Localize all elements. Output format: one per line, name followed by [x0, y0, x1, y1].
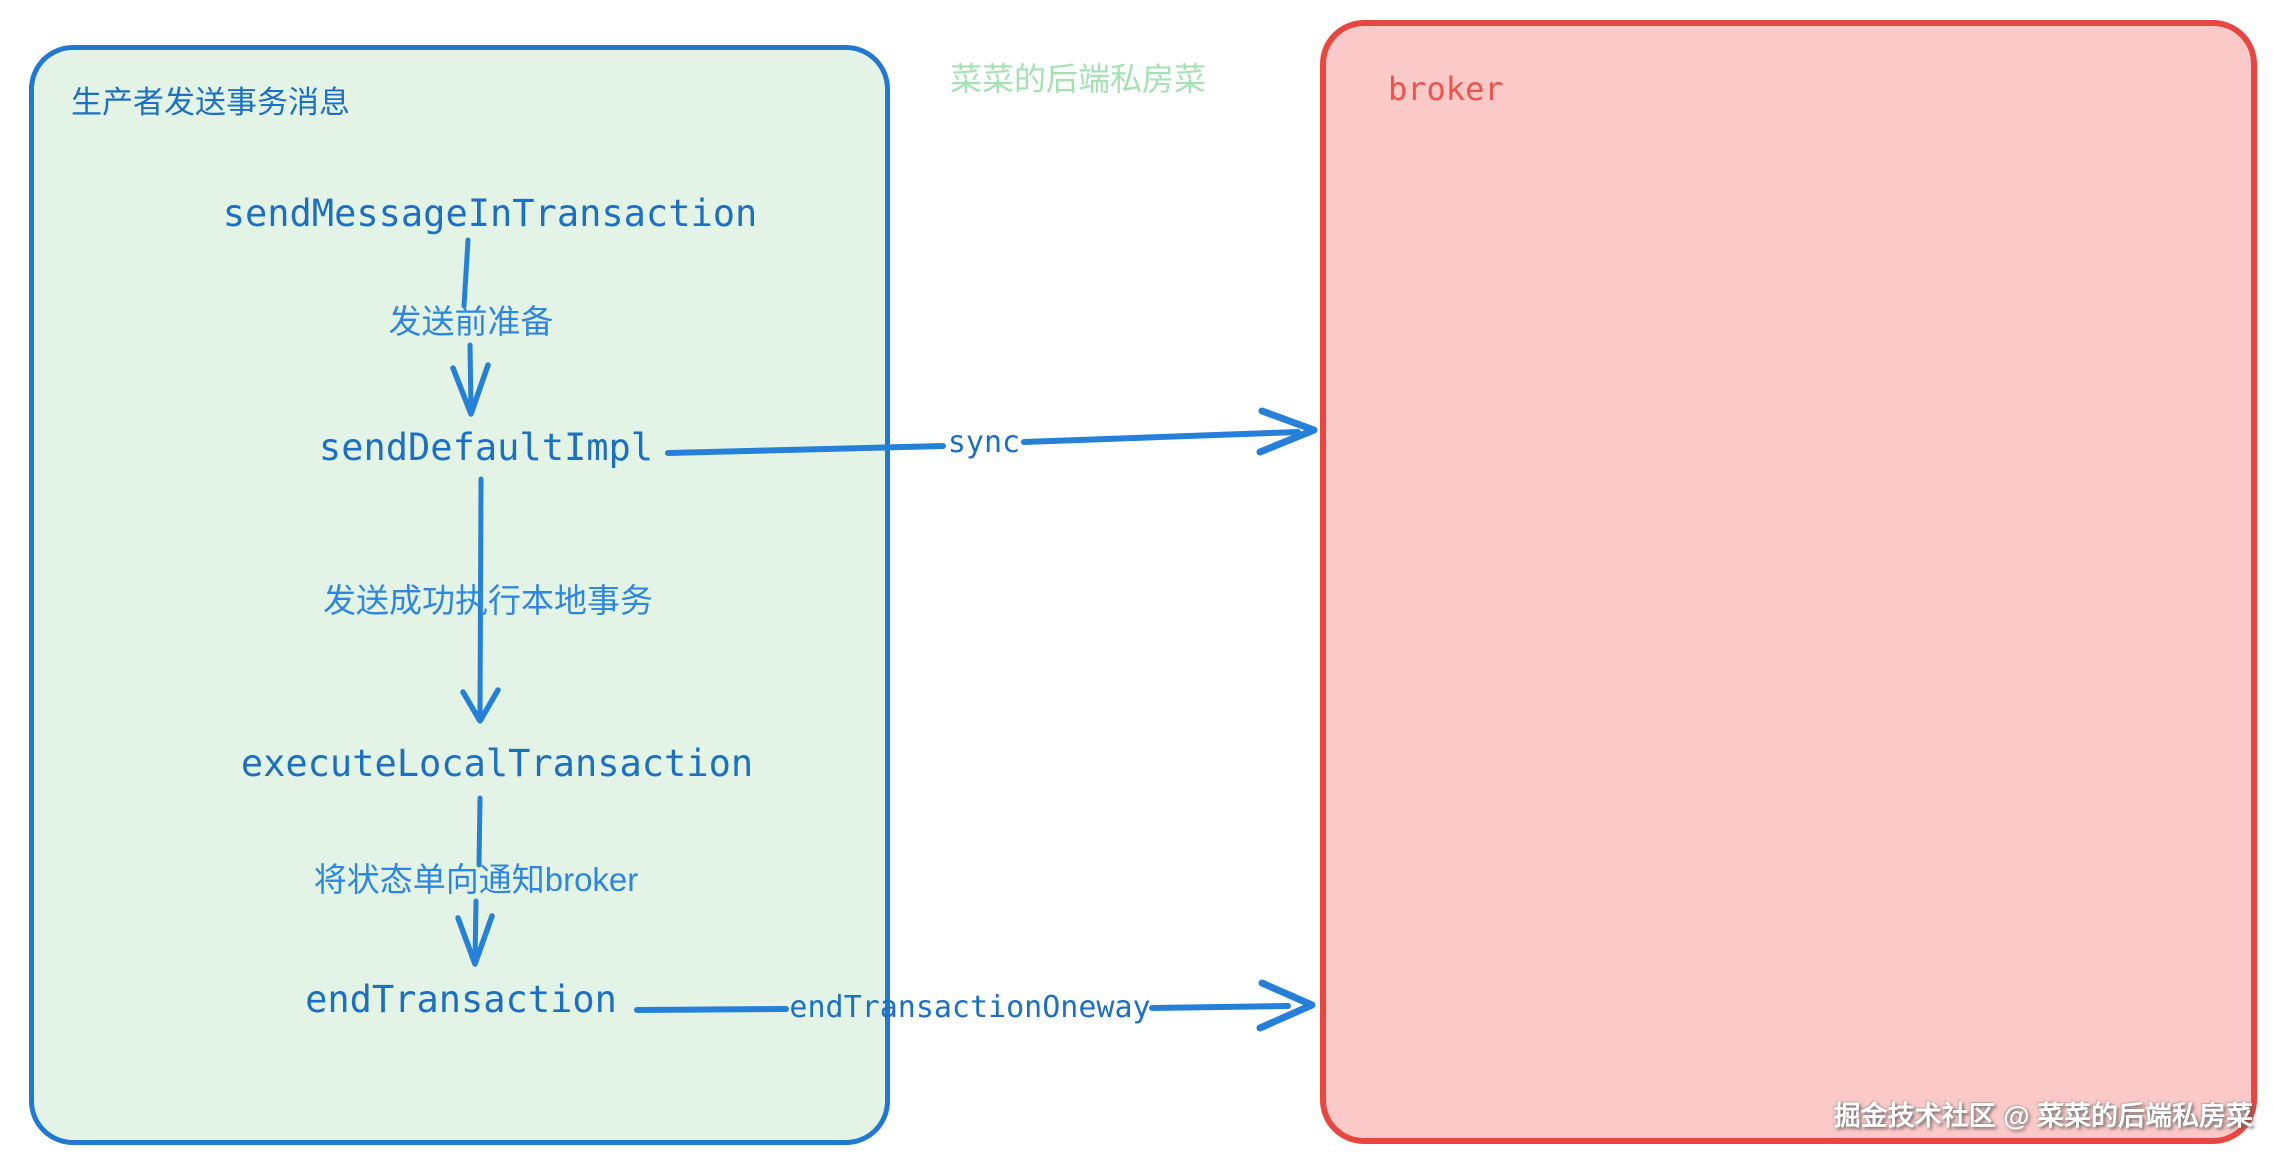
broker-box-title: broker: [1388, 70, 1504, 108]
sync-arrowhead-icon: [1256, 407, 1318, 456]
edge-localtx-line: [477, 476, 484, 719]
edge-label-notify: 将状态单向通知broker: [313, 861, 639, 899]
edge-prepare-lower-line: [467, 342, 474, 413]
edge-notify-upper-line: [476, 795, 483, 868]
node-send-default-impl: sendDefaultImpl: [318, 425, 654, 469]
node-end-transaction: endTransaction: [305, 977, 617, 1021]
oneway-arrow-label: endTransactionOneway: [789, 990, 1151, 1025]
producer-box: [29, 45, 890, 1145]
node-execute-local-transaction: executeLocalTransaction: [240, 741, 754, 785]
broker-box: [1320, 20, 2257, 1144]
sync-arrow-left-line: [665, 443, 946, 456]
edge-label-local-tx: 发送成功执行本地事务: [323, 582, 653, 620]
oneway-arrow-right-line: [1149, 1003, 1291, 1011]
sync-arrow-label: sync: [947, 425, 1021, 460]
edge-notify-arrowhead-icon: [455, 913, 495, 967]
watermark-bottom-right: 掘金技术社区 @ 菜菜的后端私房菜: [1833, 1101, 2253, 1131]
oneway-arrowhead-icon: [1256, 979, 1316, 1032]
sync-arrow-right-line: [1021, 429, 1301, 445]
watermark-center-top: 菜菜的后端私房菜: [950, 61, 1207, 97]
node-send-message-in-transaction: sendMessageInTransaction: [222, 191, 758, 235]
producer-box-title: 生产者发送事务消息: [71, 85, 350, 120]
edge-label-prepare: 发送前准备: [388, 303, 554, 341]
edge-prepare-upper-line: [461, 237, 471, 309]
edge-notify-lower-line: [472, 898, 479, 963]
edge-prepare-arrowhead-icon: [450, 362, 491, 417]
edge-localtx-arrowhead-icon: [460, 687, 501, 724]
oneway-arrow-left-line: [634, 1006, 789, 1013]
